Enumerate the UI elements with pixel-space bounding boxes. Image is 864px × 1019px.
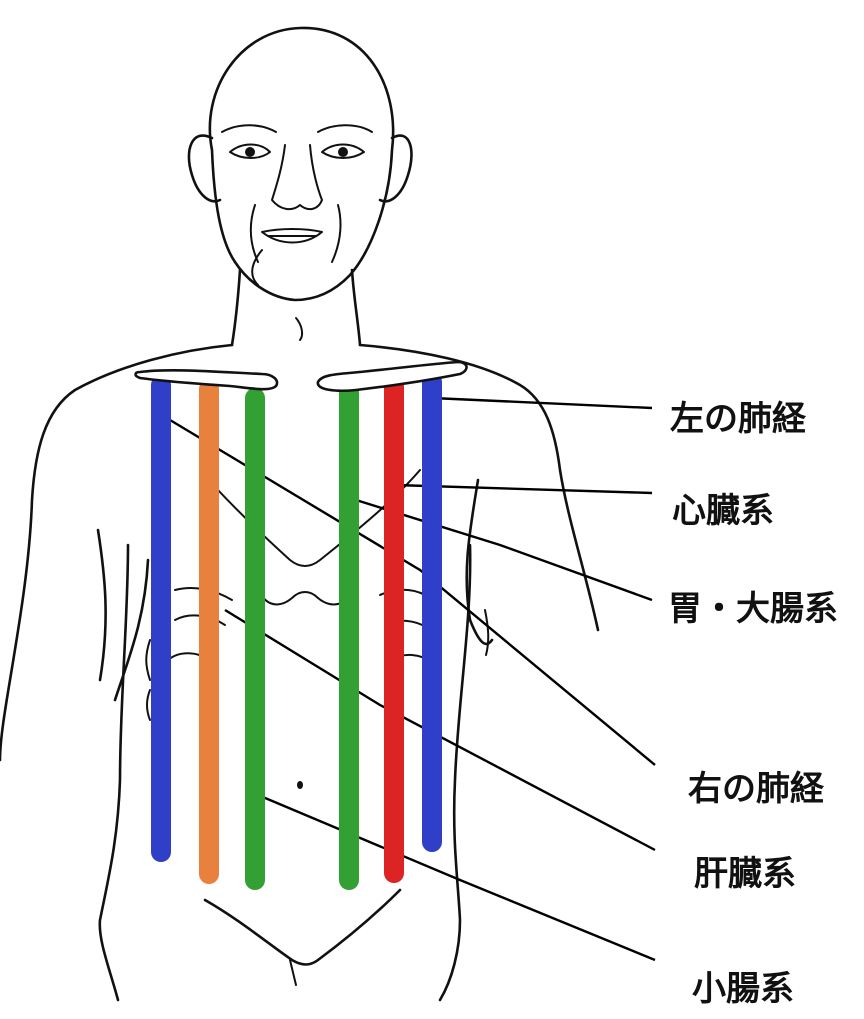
label-stomach-colon: 胃・大腸系: [668, 589, 838, 629]
neck-right: [352, 270, 360, 345]
head-outline: [210, 28, 393, 300]
label-heart: 心臓系: [672, 491, 774, 531]
collarbones: [136, 362, 467, 391]
right-ear: [380, 136, 411, 202]
labels: 左の肺経 心臓系 胃・大腸系 右の肺経 肝臓系 小腸系: [668, 399, 838, 1009]
nose: [272, 145, 322, 209]
label-left-lung: 左の肺経: [670, 399, 807, 439]
right-eyebrow: [318, 125, 372, 132]
body-figure: [0, 28, 598, 1000]
label-liver: 肝臓系: [694, 854, 796, 894]
leader-lines: [170, 398, 655, 960]
neck-left: [232, 270, 240, 345]
navel: [297, 781, 303, 789]
waist-right: [440, 545, 470, 1000]
meridian-bars: [161, 382, 432, 880]
label-right-lung: 右の肺経: [688, 769, 825, 809]
left-eyebrow: [222, 125, 276, 132]
waist-left: [100, 545, 128, 1000]
leader-right-lung: [170, 420, 655, 765]
label-small-intestine: 小腸系: [692, 969, 794, 1009]
